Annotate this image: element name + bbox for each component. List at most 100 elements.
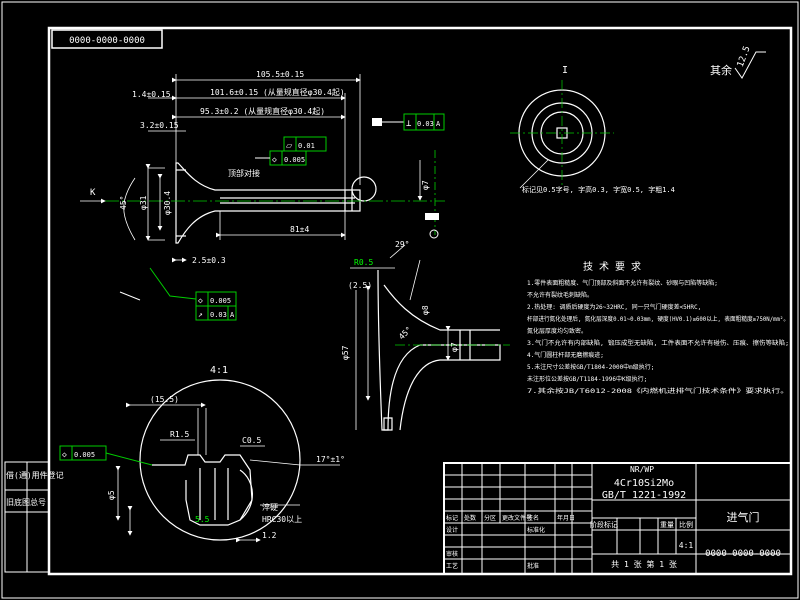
tech-item-7: 5.未注尺寸公差按GB/T1804-2000中m级执行;: [527, 363, 654, 371]
valve-main-view: [175, 162, 377, 244]
tb-role-3: 批准: [527, 562, 539, 570]
tb-mark: NR/WP: [630, 465, 654, 474]
seat-phi8: φ8: [421, 305, 430, 315]
dim-1-4: 1.4±0.15: [132, 90, 171, 99]
gdt-hrc-symbol: ◇: [62, 450, 67, 459]
detail-r1-5: R1.5: [170, 430, 189, 439]
detail-circle: [139, 379, 301, 541]
gdt-bottom-frames: [119, 267, 237, 321]
view-i-leader: [519, 159, 549, 189]
tb-part-name: 进气门: [727, 510, 760, 524]
gdt-g2-symbol: ◇: [198, 296, 203, 305]
gdt-hrc-value: 0.005: [74, 451, 95, 459]
tech-item-9: 7.其余按JB/T6012-2008《内燃机进排气门技术条件》要求执行。: [527, 387, 789, 395]
tb-stage-label-0: 阶段标记: [590, 520, 618, 529]
inner-frame: [47, 26, 793, 576]
label-k: K: [90, 188, 96, 198]
tech-title: 技 术 要 求: [583, 260, 641, 273]
detail-scale-label: 4:1: [210, 365, 228, 376]
gdt-runout-symbol: ◇: [272, 155, 277, 164]
detail-phi5: φ5: [107, 490, 116, 500]
dim-101: 101.6±0.15 (从量规直径φ30.4起): [210, 87, 345, 97]
view-label: I: [562, 65, 568, 76]
end-marker: [425, 213, 439, 220]
tech-item-5: 3.气门不允许有内部缺陷, 锻压成型无缺陷, 工件表面不允许有碰伤、压痕、擦伤等…: [527, 339, 789, 347]
title-block-grid: [443, 462, 792, 575]
tb-row-label-4: 签名: [527, 514, 539, 522]
gdt-g2-value: 0.005: [210, 297, 231, 305]
gdt-perp-datum: A: [436, 120, 441, 128]
detail-5-5: 5.5: [195, 515, 210, 524]
roughness-symbol: [734, 51, 766, 79]
tb-role-2: 工艺: [446, 562, 458, 570]
tb-material: 4Cr10Si2Mo: [614, 478, 674, 489]
tb-row-label-2: 分区: [484, 514, 496, 522]
seat-phi57: φ57: [341, 345, 350, 360]
dim-3-2: 3.2±0.15: [140, 121, 179, 130]
detail-hardness-label: 淬硬: [262, 502, 278, 512]
tb-row-labels: 标记 处数 分区 更改文件号 签名 年月日 设计 标准化 审核 工艺 批准: [446, 514, 575, 570]
center-mark-circle: [429, 229, 439, 239]
detail-15-5: (15.5): [150, 395, 179, 404]
seat-2-5b: (2.5): [348, 281, 372, 290]
tb-standard: GB/T 1221-1992: [602, 490, 686, 501]
seat-phi7-mid: φ7: [450, 342, 459, 352]
side-label-2: 旧底图总号: [6, 497, 46, 507]
tb-row-label-1: 处数: [464, 514, 476, 522]
detail-ang17: 17°±1°: [316, 455, 345, 464]
dim-phi7: φ7: [421, 180, 430, 190]
tb-drawing-number: 0000-0000-0000: [705, 549, 781, 559]
gdt-g1-value: 0.03: [210, 311, 227, 319]
seat-r0-5: R0.5: [354, 258, 373, 267]
tech-item-3: 杆部进行氮化处理后, 氮化层深度0.01~0.03mm, 硬度(HV0.1)≥6…: [527, 315, 789, 323]
tech-item-8: 未注形位公差按GB/T1184-1996中K级执行;: [527, 375, 647, 383]
seat-ang45: 45°: [397, 325, 414, 342]
side-label-1: 借(通)用件登记: [6, 470, 64, 480]
tb-stage-label-1: 重量: [660, 521, 674, 529]
dim-2-5: 2.5±0.3: [192, 256, 226, 265]
dim-95: 95.3±0.2 (从量规直径φ30.4起): [200, 106, 325, 116]
top-drawing-number: 0000-0000-0000: [69, 36, 145, 46]
dim-phi30-4: φ30.4: [163, 191, 172, 215]
gdt-mid-frames: [255, 136, 327, 166]
roughness-value: 12.5: [736, 45, 753, 69]
gdt-perp-symbol: ⊥: [406, 119, 412, 129]
gdt-perp-value: 0.03: [417, 120, 434, 128]
dim-phi31: φ31: [139, 195, 148, 210]
note-seat: 顶部对接: [228, 168, 260, 178]
tb-stage-label-2: 比例: [679, 520, 693, 529]
gdt-g1-symbol: ↗: [198, 310, 203, 319]
side-strip: [4, 461, 50, 573]
gdt-runout-value: 0.005: [284, 156, 305, 164]
tech-item-6: 4.气门圆柱杆部无磨擦痕迹;: [527, 351, 604, 359]
seat-detail-view: [377, 269, 501, 431]
detail-1-2: 1.2: [262, 531, 277, 540]
dim-total-length: 105.5±0.15: [256, 70, 304, 79]
gdt-perp-frame: [372, 113, 445, 131]
gdt-flat-value: 0.01: [298, 142, 315, 150]
label-45-angle: 45°: [119, 196, 128, 210]
main-dimension-lines: [80, 74, 423, 263]
tb-row-label-3: 更改文件号: [502, 514, 532, 522]
gdt-flat-symbol: ⏥: [286, 141, 293, 150]
tb-role-1: 审核: [446, 550, 458, 558]
tb-role-0: 设计: [446, 526, 458, 534]
section-note: 标记见0.5字号, 字高0.3, 字宽0.5, 字粗1.4: [522, 185, 675, 194]
tech-item-0: 1.零件表面粗糙度、气门顶部及斜面不允许有裂纹、砂眼与凹陷等缺陷;: [527, 279, 718, 287]
seat-dims: [350, 244, 451, 401]
tech-items: 1.零件表面粗糙度、气门顶部及斜面不允许有裂纹、砂眼与凹陷等缺陷; 不允许有裂纹…: [527, 279, 789, 395]
tb-row-label-0: 标记: [446, 514, 458, 522]
detail-c0-5: C0.5: [242, 436, 261, 445]
tb-scale: 4:1: [679, 541, 694, 550]
dim-r1-len: 81±4: [290, 225, 309, 234]
tech-item-2: 2.热处理: 调质后硬度为26~32HRC, 同一只气门硬度差<5HRC,: [527, 303, 701, 311]
tb-sheet: 共 1 张 第 1 张: [611, 559, 677, 569]
roughness-label: 其余: [710, 63, 732, 77]
detail-profile: [152, 454, 253, 526]
gdt-detail-frame: [59, 445, 153, 466]
detail-hardness: HRC30以上: [262, 515, 302, 524]
tb-std-label: 标准化: [527, 526, 545, 534]
seat-ang29: 29°: [395, 240, 409, 249]
